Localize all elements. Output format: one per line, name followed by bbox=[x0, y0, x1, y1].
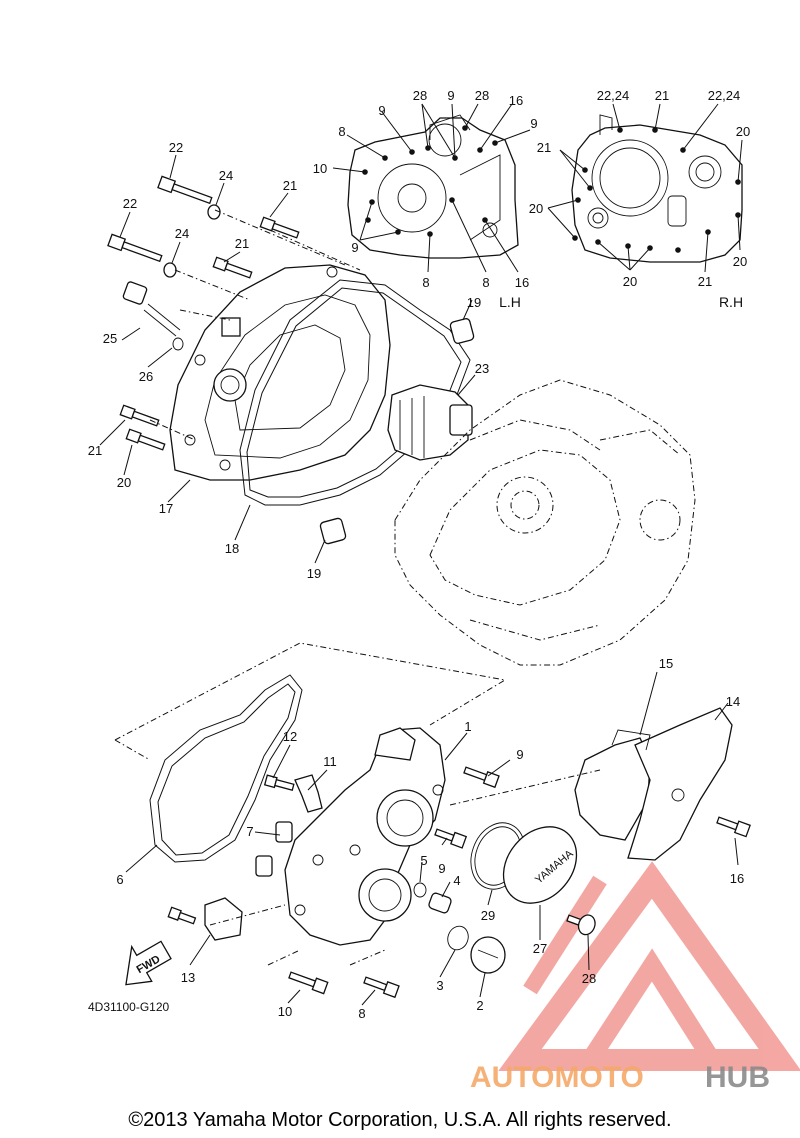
callout-25: 25 bbox=[103, 331, 117, 346]
callout-4: 4 bbox=[453, 873, 460, 888]
callout-22-24: 22,24 bbox=[708, 88, 741, 103]
callout-3: 3 bbox=[436, 978, 443, 993]
callout-13: 13 bbox=[181, 970, 195, 985]
callout-9: 9 bbox=[447, 88, 454, 103]
callout-28: 28 bbox=[413, 88, 427, 103]
callout-15: 15 bbox=[659, 656, 673, 671]
callout-22-24: 22,24 bbox=[597, 88, 630, 103]
bolts-left-cover bbox=[107, 175, 300, 451]
sprocket-cover bbox=[574, 707, 733, 861]
left-crankcase-cover bbox=[169, 264, 391, 481]
callout-20: 20 bbox=[117, 475, 131, 490]
fwd-arrow-icon bbox=[125, 940, 172, 986]
callout-16: 16 bbox=[515, 275, 529, 290]
callout-9: 9 bbox=[351, 240, 358, 255]
callout-20: 20 bbox=[733, 254, 747, 269]
callout-22: 22 bbox=[123, 196, 137, 211]
lower-leaders bbox=[125, 671, 739, 1006]
water-pump-housing bbox=[284, 727, 446, 946]
callout-10: 10 bbox=[313, 161, 327, 176]
callout-20: 20 bbox=[736, 124, 750, 139]
callout-24: 24 bbox=[175, 226, 189, 241]
callout-21: 21 bbox=[698, 274, 712, 289]
callout-21: 21 bbox=[537, 140, 551, 155]
callout-28: 28 bbox=[475, 88, 489, 103]
callout-21: 21 bbox=[235, 236, 249, 251]
callout-27: 27 bbox=[533, 941, 547, 956]
callout-17: 17 bbox=[159, 501, 173, 516]
callout-9: 9 bbox=[516, 747, 523, 762]
callout-8: 8 bbox=[482, 275, 489, 290]
callout-16: 16 bbox=[730, 871, 744, 886]
watermark-text-hub: HUB bbox=[705, 1061, 770, 1094]
copyright-notice: ©2013 Yamaha Motor Corporation, U.S.A. A… bbox=[128, 1109, 671, 1131]
callout-19: 19 bbox=[467, 295, 481, 310]
callout-9: 9 bbox=[530, 116, 537, 131]
callout-7: 7 bbox=[246, 824, 253, 839]
rh-inset-leaders bbox=[547, 103, 743, 273]
callout-labels: 22 24 21 22 24 21 25 26 21 20 17 18 19 1… bbox=[88, 88, 750, 1021]
callout-8: 8 bbox=[422, 275, 429, 290]
dowel-pin-top bbox=[449, 318, 475, 344]
callout-10: 10 bbox=[278, 1004, 292, 1019]
callout-8: 8 bbox=[358, 1006, 365, 1021]
left-cover-gasket bbox=[239, 279, 471, 506]
callout-12: 12 bbox=[283, 729, 297, 744]
callout-16: 16 bbox=[509, 93, 523, 108]
dowel-pin-bottom bbox=[319, 517, 347, 545]
callout-22: 22 bbox=[169, 140, 183, 155]
callout-2: 2 bbox=[476, 998, 483, 1013]
starter-motor bbox=[387, 384, 473, 461]
callout-14: 14 bbox=[726, 694, 740, 709]
upper-leaders bbox=[99, 154, 476, 564]
callout-20: 20 bbox=[623, 274, 637, 289]
callout-21: 21 bbox=[88, 443, 102, 458]
callout-8: 8 bbox=[338, 124, 345, 139]
rh-inset-diagram bbox=[571, 114, 743, 263]
callout-28: 28 bbox=[582, 971, 596, 986]
callout-24: 24 bbox=[219, 168, 233, 183]
rh-side-label: R.H bbox=[719, 294, 743, 310]
engine-crankcase-outline bbox=[394, 379, 696, 666]
callout-23: 23 bbox=[475, 361, 489, 376]
lh-side-label: L.H bbox=[499, 294, 521, 310]
callout-18: 18 bbox=[225, 541, 239, 556]
dash-lines-left bbox=[149, 209, 361, 441]
lh-inset-leaders bbox=[332, 103, 531, 273]
dash-lines-lower bbox=[114, 642, 601, 966]
automotohub-logo-icon bbox=[498, 861, 800, 1071]
watermark-text-automoto: AUTOMOTO bbox=[470, 1061, 644, 1094]
water-pump-gasket bbox=[149, 674, 303, 863]
callout-5: 5 bbox=[420, 853, 427, 868]
callout-11: 11 bbox=[323, 754, 337, 769]
callout-21: 21 bbox=[655, 88, 669, 103]
lower-small-parts bbox=[167, 766, 751, 999]
oil-level-plug bbox=[122, 281, 184, 351]
callout-29: 29 bbox=[481, 908, 495, 923]
callout-19: 19 bbox=[307, 566, 321, 581]
callout-1: 1 bbox=[464, 719, 471, 734]
callout-26: 26 bbox=[139, 369, 153, 384]
callout-21: 21 bbox=[283, 178, 297, 193]
lh-inset-diagram bbox=[347, 114, 519, 259]
callout-9: 9 bbox=[438, 861, 445, 876]
callout-9: 9 bbox=[378, 103, 385, 118]
callout-20: 20 bbox=[529, 201, 543, 216]
diagram-code: 4D31100-G120 bbox=[88, 1000, 169, 1014]
callout-6: 6 bbox=[116, 872, 123, 887]
